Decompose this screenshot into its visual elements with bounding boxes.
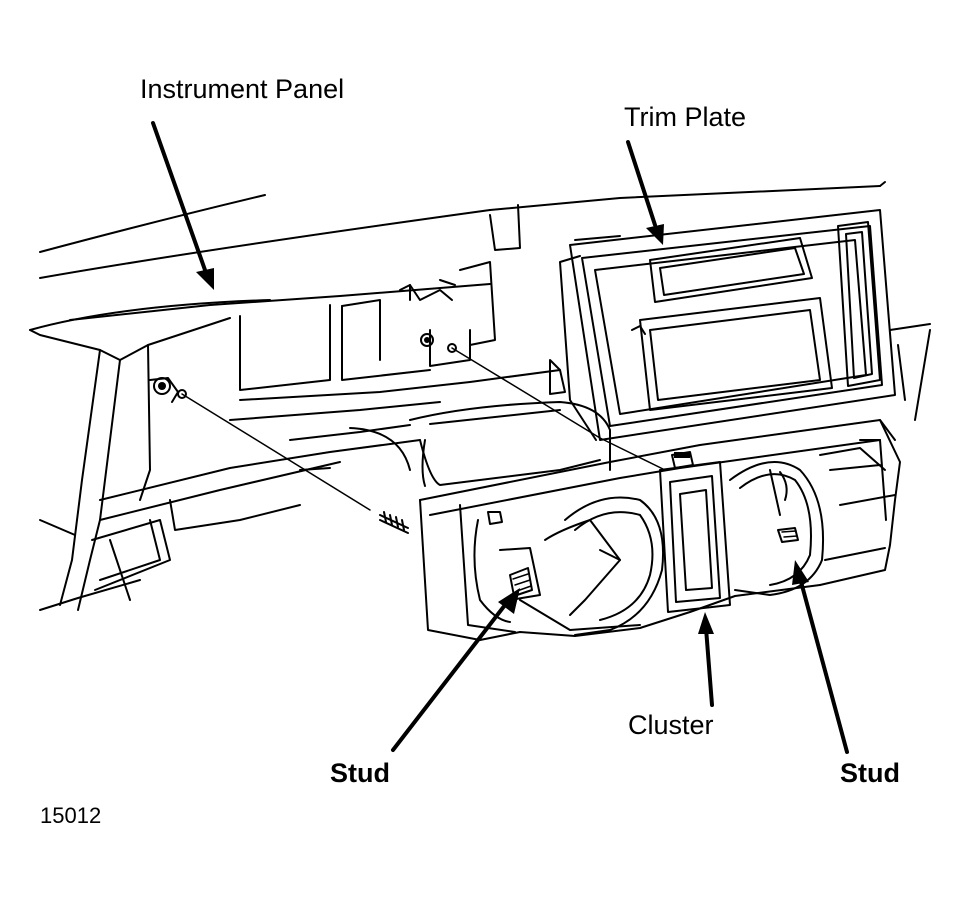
figure-number: 15012 — [40, 803, 102, 828]
leader-arrows — [151, 121, 849, 754]
arrowhead-trim-plate — [646, 224, 664, 245]
stud-left-label: Stud — [330, 758, 390, 788]
instrument-panel-outline — [29, 181, 931, 611]
alignment-lines — [181, 347, 666, 511]
cluster-assembly — [379, 419, 901, 641]
trim-plate-label: Trim Plate — [624, 102, 747, 132]
arrowhead-cluster — [698, 612, 714, 634]
arrowhead-stud-right — [792, 560, 809, 585]
cluster-label: Cluster — [628, 710, 714, 740]
stud-right-label: Stud — [840, 758, 900, 788]
arrowhead-stud-left — [498, 588, 520, 614]
trim-plate — [549, 209, 896, 441]
stud-holes — [149, 333, 799, 597]
instrument-panel-label: Instrument Panel — [140, 74, 345, 104]
arrowhead-instrument-panel — [196, 268, 214, 290]
